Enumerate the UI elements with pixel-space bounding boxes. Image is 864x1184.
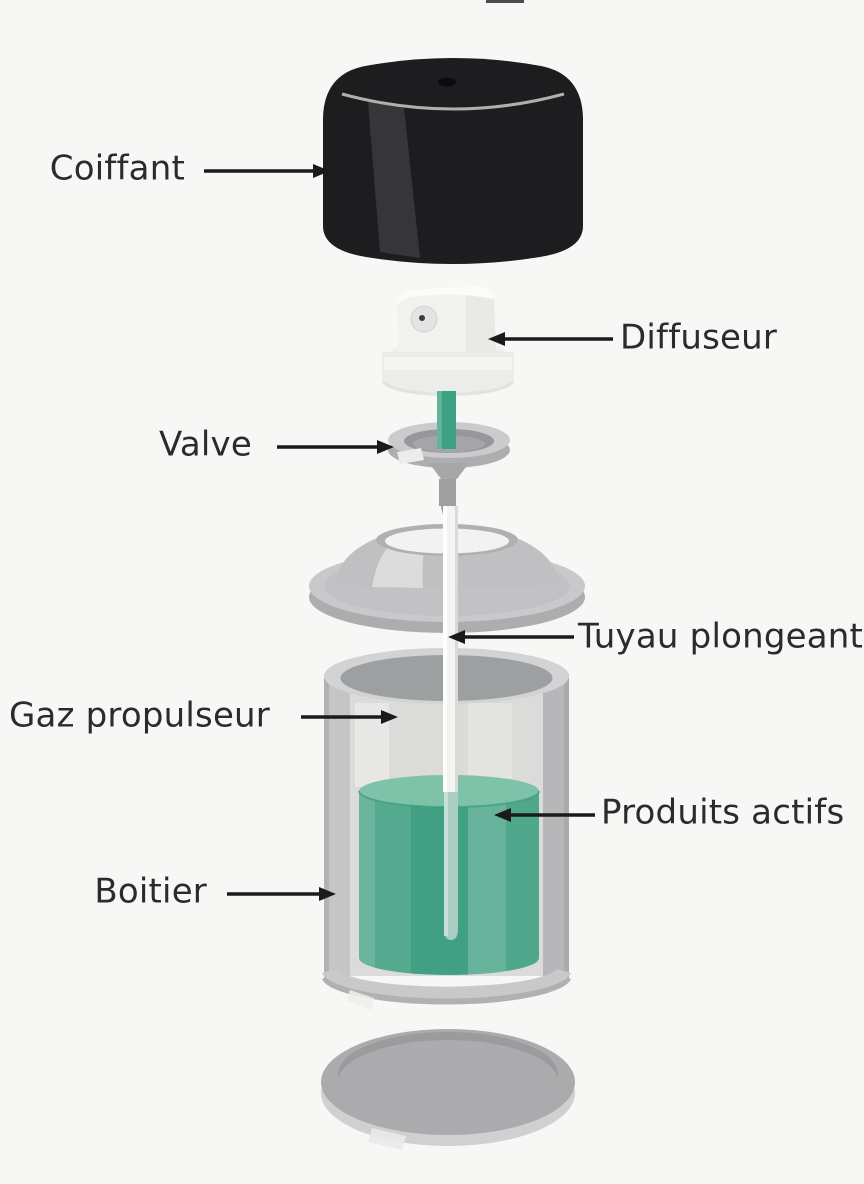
label-valve: Valve [159, 424, 252, 465]
nozzle-graphic [382, 286, 514, 396]
label-tuyau-plongeant: Tuyau plongeant [578, 616, 864, 657]
label-boitier: Boitier [94, 871, 207, 912]
arrow-tuyau-plongeant [448, 630, 574, 644]
arrow-valve [277, 440, 394, 454]
arrow-coiffant [204, 164, 330, 178]
arrow-gaz-propulseur [301, 710, 398, 724]
arrow-boitier [227, 887, 336, 901]
label-gaz-propulseur: Gaz propulseur [9, 695, 270, 736]
top-edge-artifact [486, 0, 524, 3]
arrow-produits-actifs [494, 808, 595, 822]
dip-tube-graphic [443, 506, 458, 940]
bottom-lid-graphic [321, 1029, 575, 1150]
label-coiffant: Coiffant [49, 148, 185, 189]
cap-graphic [323, 58, 583, 264]
label-diffuseur: Diffuseur [620, 317, 778, 358]
label-produits-actifs: Produits actifs [601, 792, 845, 833]
arrow-diffuseur [488, 332, 613, 346]
leader-arrows [204, 164, 613, 901]
valve-graphic [388, 391, 510, 515]
